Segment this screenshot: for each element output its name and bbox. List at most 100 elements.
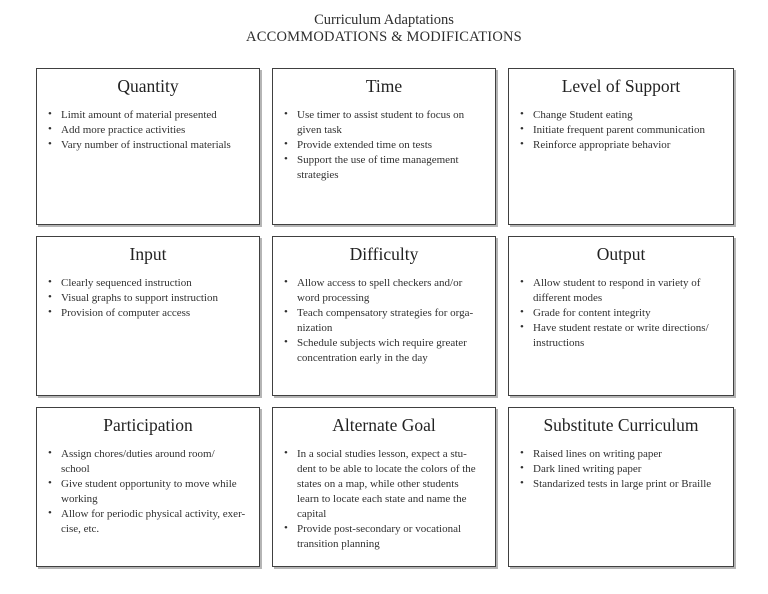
list-item: Initiate frequent parent communication: [509, 123, 733, 138]
bullet-text: Allow access to spell checkers and/or wo…: [297, 277, 463, 304]
box-level-of-support: Level of Support Change Student eating I…: [508, 68, 734, 225]
box-participation: Participation Assign chores/duties aroun…: [36, 407, 260, 567]
bullet-text: Teach compensatory strategies for orga- …: [297, 307, 474, 334]
bullet-icon: [284, 305, 288, 320]
bullet-text: Grade for content integrity: [533, 307, 651, 319]
bullet-icon: [284, 275, 288, 290]
box-output: Output Allow student to respond in varie…: [508, 236, 734, 396]
bullet-icon: [520, 305, 524, 320]
list-item: Allow student to respond in variety of d…: [509, 276, 733, 306]
bullet-text: Limit amount of material presented: [61, 109, 217, 121]
bullet-text: Change Student eating: [533, 109, 633, 121]
list-item: Visual graphs to support instruction: [37, 291, 259, 306]
bullet-text: Allow student to respond in variety of d…: [533, 277, 701, 304]
document-subtitle: ACCOMMODATIONS & MODIFICATIONS: [246, 29, 522, 45]
adaptations-grid: Quantity Limit amount of material presen…: [36, 68, 734, 567]
list-item: Raised lines on writing paper: [509, 447, 733, 462]
bullet-text: Add more practice activities: [61, 124, 186, 136]
bullet-text: Vary number of instructional materials: [61, 139, 231, 151]
bullet-icon: [48, 446, 52, 461]
bullet-icon: [284, 335, 288, 350]
list-item: Allow for periodic physical activity, ex…: [37, 507, 259, 537]
bullet-icon: [520, 107, 524, 122]
box-title: Substitute Curriculum: [543, 415, 699, 435]
document-header: Curriculum Adaptations ACCOMMODATIONS & …: [0, 0, 768, 46]
list-item: In a social studies lesson, expect a stu…: [273, 447, 495, 522]
bullet-text: Assign chores/duties around room/ school: [61, 448, 215, 475]
bullet-text: Provision of computer access: [61, 307, 191, 319]
bullet-icon: [48, 290, 52, 305]
bullet-icon: [48, 122, 52, 137]
bullet-text: Visual graphs to support instruction: [61, 292, 218, 304]
box-title: Difficulty: [349, 244, 419, 264]
bullet-icon: [48, 275, 52, 290]
bullet-text: Initiate frequent parent communication: [533, 124, 705, 136]
box-quantity: Quantity Limit amount of material presen…: [36, 68, 260, 225]
bullet-text: Schedule subjects wich require greater c…: [297, 337, 467, 364]
bullet-text: Clearly sequenced instruction: [61, 277, 192, 289]
bullet-text: Allow for periodic physical activity, ex…: [61, 508, 246, 535]
bullet-text: Provide post-secondary or vocational tra…: [297, 523, 462, 550]
bullet-text: Raised lines on writing paper: [533, 448, 662, 460]
bullet-icon: [520, 320, 524, 335]
bullet-list: Allow access to spell checkers and/or wo…: [273, 276, 495, 366]
box-title: Input: [129, 244, 167, 264]
list-item: Provision of computer access: [37, 306, 259, 321]
bullet-icon: [48, 107, 52, 122]
bullet-text: In a social studies lesson, expect a stu…: [297, 448, 476, 520]
box-input: Input Clearly sequenced instruction Visu…: [36, 236, 260, 396]
bullet-text: Support the use of time management strat…: [297, 154, 459, 181]
list-item: Clearly sequenced instruction: [37, 276, 259, 291]
list-item: Support the use of time management strat…: [273, 153, 495, 183]
bullet-list: Use timer to assist student to focus on …: [273, 108, 495, 183]
bullet-list: Raised lines on writing paper Dark lined…: [509, 447, 733, 492]
bullet-icon: [284, 107, 288, 122]
bullet-text: Standarized tests in large print or Brai…: [533, 478, 712, 490]
bullet-text: Dark lined writing paper: [533, 463, 642, 475]
bullet-text: Give student opportunity to move while w…: [61, 478, 237, 505]
list-item: Use timer to assist student to focus on …: [273, 108, 495, 138]
box-title: Participation: [103, 415, 193, 435]
document-title: Curriculum Adaptations: [314, 12, 454, 28]
bullet-list: Limit amount of material presented Add m…: [37, 108, 259, 153]
list-item: Dark lined writing paper: [509, 462, 733, 477]
bullet-icon: [48, 506, 52, 521]
bullet-icon: [48, 305, 52, 320]
list-item: Give student opportunity to move while w…: [37, 477, 259, 507]
bullet-list: Allow student to respond in variety of d…: [509, 276, 733, 351]
box-title: Level of Support: [561, 76, 681, 96]
box-title: Quantity: [117, 76, 179, 96]
bullet-icon: [284, 152, 288, 167]
list-item: Limit amount of material presented: [37, 108, 259, 123]
bullet-text: Have student restate or write directions…: [533, 322, 709, 349]
list-item: Have student restate or write directions…: [509, 321, 733, 351]
box-title: Alternate Goal: [332, 415, 436, 435]
bullet-text: Use timer to assist student to focus on …: [297, 109, 465, 136]
bullet-list: Assign chores/duties around room/ school…: [37, 447, 259, 537]
bullet-icon: [520, 446, 524, 461]
box-alternate-goal: Alternate Goal In a social studies lesso…: [272, 407, 496, 567]
list-item: Grade for content integrity: [509, 306, 733, 321]
bullet-icon: [284, 137, 288, 152]
bullet-list: Clearly sequenced instruction Visual gra…: [37, 276, 259, 321]
bullet-icon: [48, 476, 52, 491]
list-item: Vary number of instructional materials: [37, 138, 259, 153]
bullet-icon: [520, 137, 524, 152]
bullet-icon: [284, 446, 288, 461]
bullet-list: Change Student eating Initiate frequent …: [509, 108, 733, 153]
bullet-icon: [520, 122, 524, 137]
list-item: Reinforce appropriate behavior: [509, 138, 733, 153]
bullet-text: Reinforce appropriate behavior: [533, 139, 671, 151]
list-item: Provide extended time on tests: [273, 138, 495, 153]
box-title: Time: [365, 76, 403, 96]
list-item: Allow access to spell checkers and/or wo…: [273, 276, 495, 306]
list-item: Provide post-secondary or vocational tra…: [273, 522, 495, 552]
bullet-list: In a social studies lesson, expect a stu…: [273, 447, 495, 552]
bullet-text: Provide extended time on tests: [297, 139, 433, 151]
bullet-icon: [284, 521, 288, 536]
list-item: Change Student eating: [509, 108, 733, 123]
list-item: Standarized tests in large print or Brai…: [509, 477, 733, 492]
bullet-icon: [520, 275, 524, 290]
box-time: Time Use timer to assist student to focu…: [272, 68, 496, 225]
